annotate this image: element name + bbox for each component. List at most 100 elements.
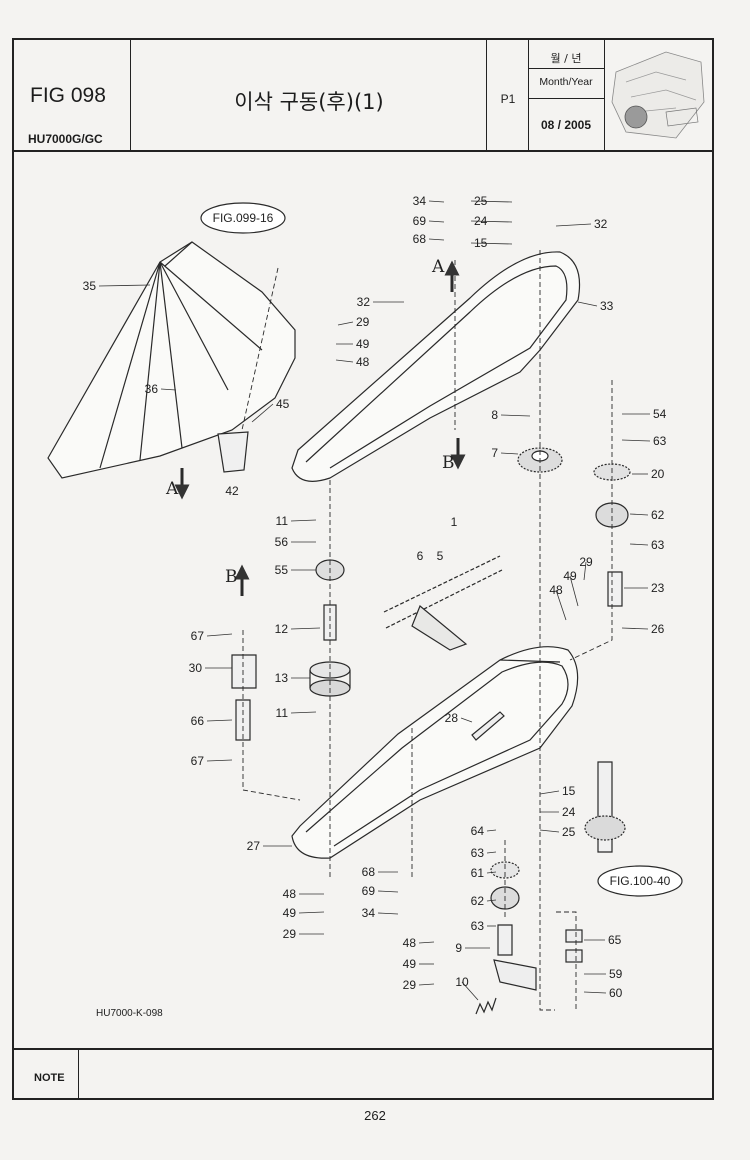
part-number-label: 9 <box>455 941 462 955</box>
leader-line <box>500 452 519 455</box>
leader-line <box>290 711 317 714</box>
part-number-label: 55 <box>275 563 289 577</box>
leader-line <box>539 829 560 833</box>
figure-number: FIG 098 <box>30 84 106 107</box>
leader-line <box>461 981 479 1001</box>
sprocket-shaft-shape <box>584 761 626 853</box>
note-divider <box>78 1050 79 1100</box>
leader-line <box>629 513 649 516</box>
leader-line <box>428 220 445 223</box>
part-number-label: 15 <box>562 784 576 798</box>
part-number-label: 63 <box>651 538 665 552</box>
part-number-label: 24 <box>474 214 488 228</box>
part-number-label: 62 <box>651 508 665 522</box>
part-number-label: 13 <box>275 671 289 685</box>
leader-line <box>206 633 233 637</box>
part-number-label: 63 <box>471 846 485 860</box>
part-number-label: 20 <box>651 467 665 481</box>
part-number-label: 49 <box>563 569 577 583</box>
part-number-label: 15 <box>474 236 488 250</box>
month-year-label: Month/Year <box>539 76 593 88</box>
leader-line <box>460 717 473 723</box>
part-number-label: 64 <box>471 824 485 838</box>
part-number-label: 60 <box>609 986 623 1000</box>
part-number-label: 48 <box>356 355 370 369</box>
assembly-centerlines <box>241 250 613 1011</box>
leader-line <box>486 829 497 832</box>
leader-line <box>470 242 513 245</box>
part-number-label: 35 <box>83 279 97 293</box>
bolt-28-shape <box>471 711 505 741</box>
part-number-label: 45 <box>276 397 290 411</box>
part-number-label: 12 <box>275 622 289 636</box>
part-number-label: 29 <box>356 315 370 329</box>
part-number-label: 25 <box>474 194 488 208</box>
shaft-23-shape <box>607 571 623 607</box>
part-number-label: 32 <box>594 217 608 231</box>
month-year-label-korean: 월 / 년 <box>550 52 582 65</box>
leader-line <box>290 627 321 630</box>
part-number-label: 59 <box>609 967 623 981</box>
leader-line <box>555 589 567 621</box>
part-number-label: 42 <box>225 484 239 498</box>
part-number-label: 11 <box>276 514 289 528</box>
cover-shape <box>47 241 296 479</box>
part-number-label: 68 <box>413 232 427 246</box>
part-number-label: 66 <box>191 714 205 728</box>
leader-line <box>418 941 435 944</box>
header-divider <box>130 40 131 150</box>
page-title: 이삭 구동(후)(1) <box>234 90 384 114</box>
leader-line <box>428 238 445 241</box>
note-label: NOTE <box>34 1072 65 1084</box>
leader-line <box>160 388 177 391</box>
leader-line <box>290 519 317 522</box>
leader-line <box>539 790 560 795</box>
part-number-label: 27 <box>247 839 261 853</box>
view-marker-b: B <box>442 453 455 473</box>
part-number-label: 68 <box>362 865 376 879</box>
leader-line <box>555 223 592 227</box>
bush-65-shape <box>565 949 583 963</box>
leader-line <box>500 414 531 417</box>
leader-line <box>98 284 151 287</box>
leader-line <box>583 991 607 994</box>
bearing-62-shape <box>595 502 629 528</box>
header-divider <box>486 40 487 150</box>
header-divider <box>528 40 529 150</box>
leader-line <box>629 543 649 546</box>
crank-arm-shape <box>493 924 537 991</box>
leader-line <box>621 439 651 442</box>
leader-line <box>470 220 513 223</box>
part-number-label: 49 <box>356 337 370 351</box>
upper-case-shape <box>291 251 581 482</box>
callout-fig100-outline <box>597 865 683 897</box>
part-number-label: 62 <box>471 894 485 908</box>
part-number-label: 54 <box>653 407 667 421</box>
part-number-label: 63 <box>471 919 485 933</box>
leader-line <box>569 575 579 607</box>
view-marker-b: B <box>225 567 238 587</box>
part-number-label: 49 <box>283 906 297 920</box>
leader-line <box>577 301 598 307</box>
part-number-label: 32 <box>357 295 371 309</box>
part-number-label: 29 <box>403 978 417 992</box>
spring-10-shape <box>475 997 497 1015</box>
part-number-label: 48 <box>403 936 417 950</box>
callout-fig099-outline <box>200 202 286 234</box>
part-number-label: 33 <box>600 299 614 313</box>
leader-line <box>335 359 354 363</box>
part-number-label: 34 <box>362 906 376 920</box>
view-marker-a: A <box>165 479 179 499</box>
block-30-shape <box>231 654 257 689</box>
title-block: FIG 098 HU7000G/GC 이삭 구동(후)(1) P1 월 / 년 … <box>14 40 712 152</box>
leader-line <box>621 627 649 630</box>
part-number-label: 8 <box>491 408 498 422</box>
part-number-label: 69 <box>413 214 427 228</box>
part-number-label: 24 <box>562 805 576 819</box>
part-number-label: 67 <box>191 754 205 768</box>
model-code: HU7000G/GC <box>28 132 103 146</box>
leader-line <box>486 899 497 902</box>
gear-61-shape <box>490 861 520 879</box>
